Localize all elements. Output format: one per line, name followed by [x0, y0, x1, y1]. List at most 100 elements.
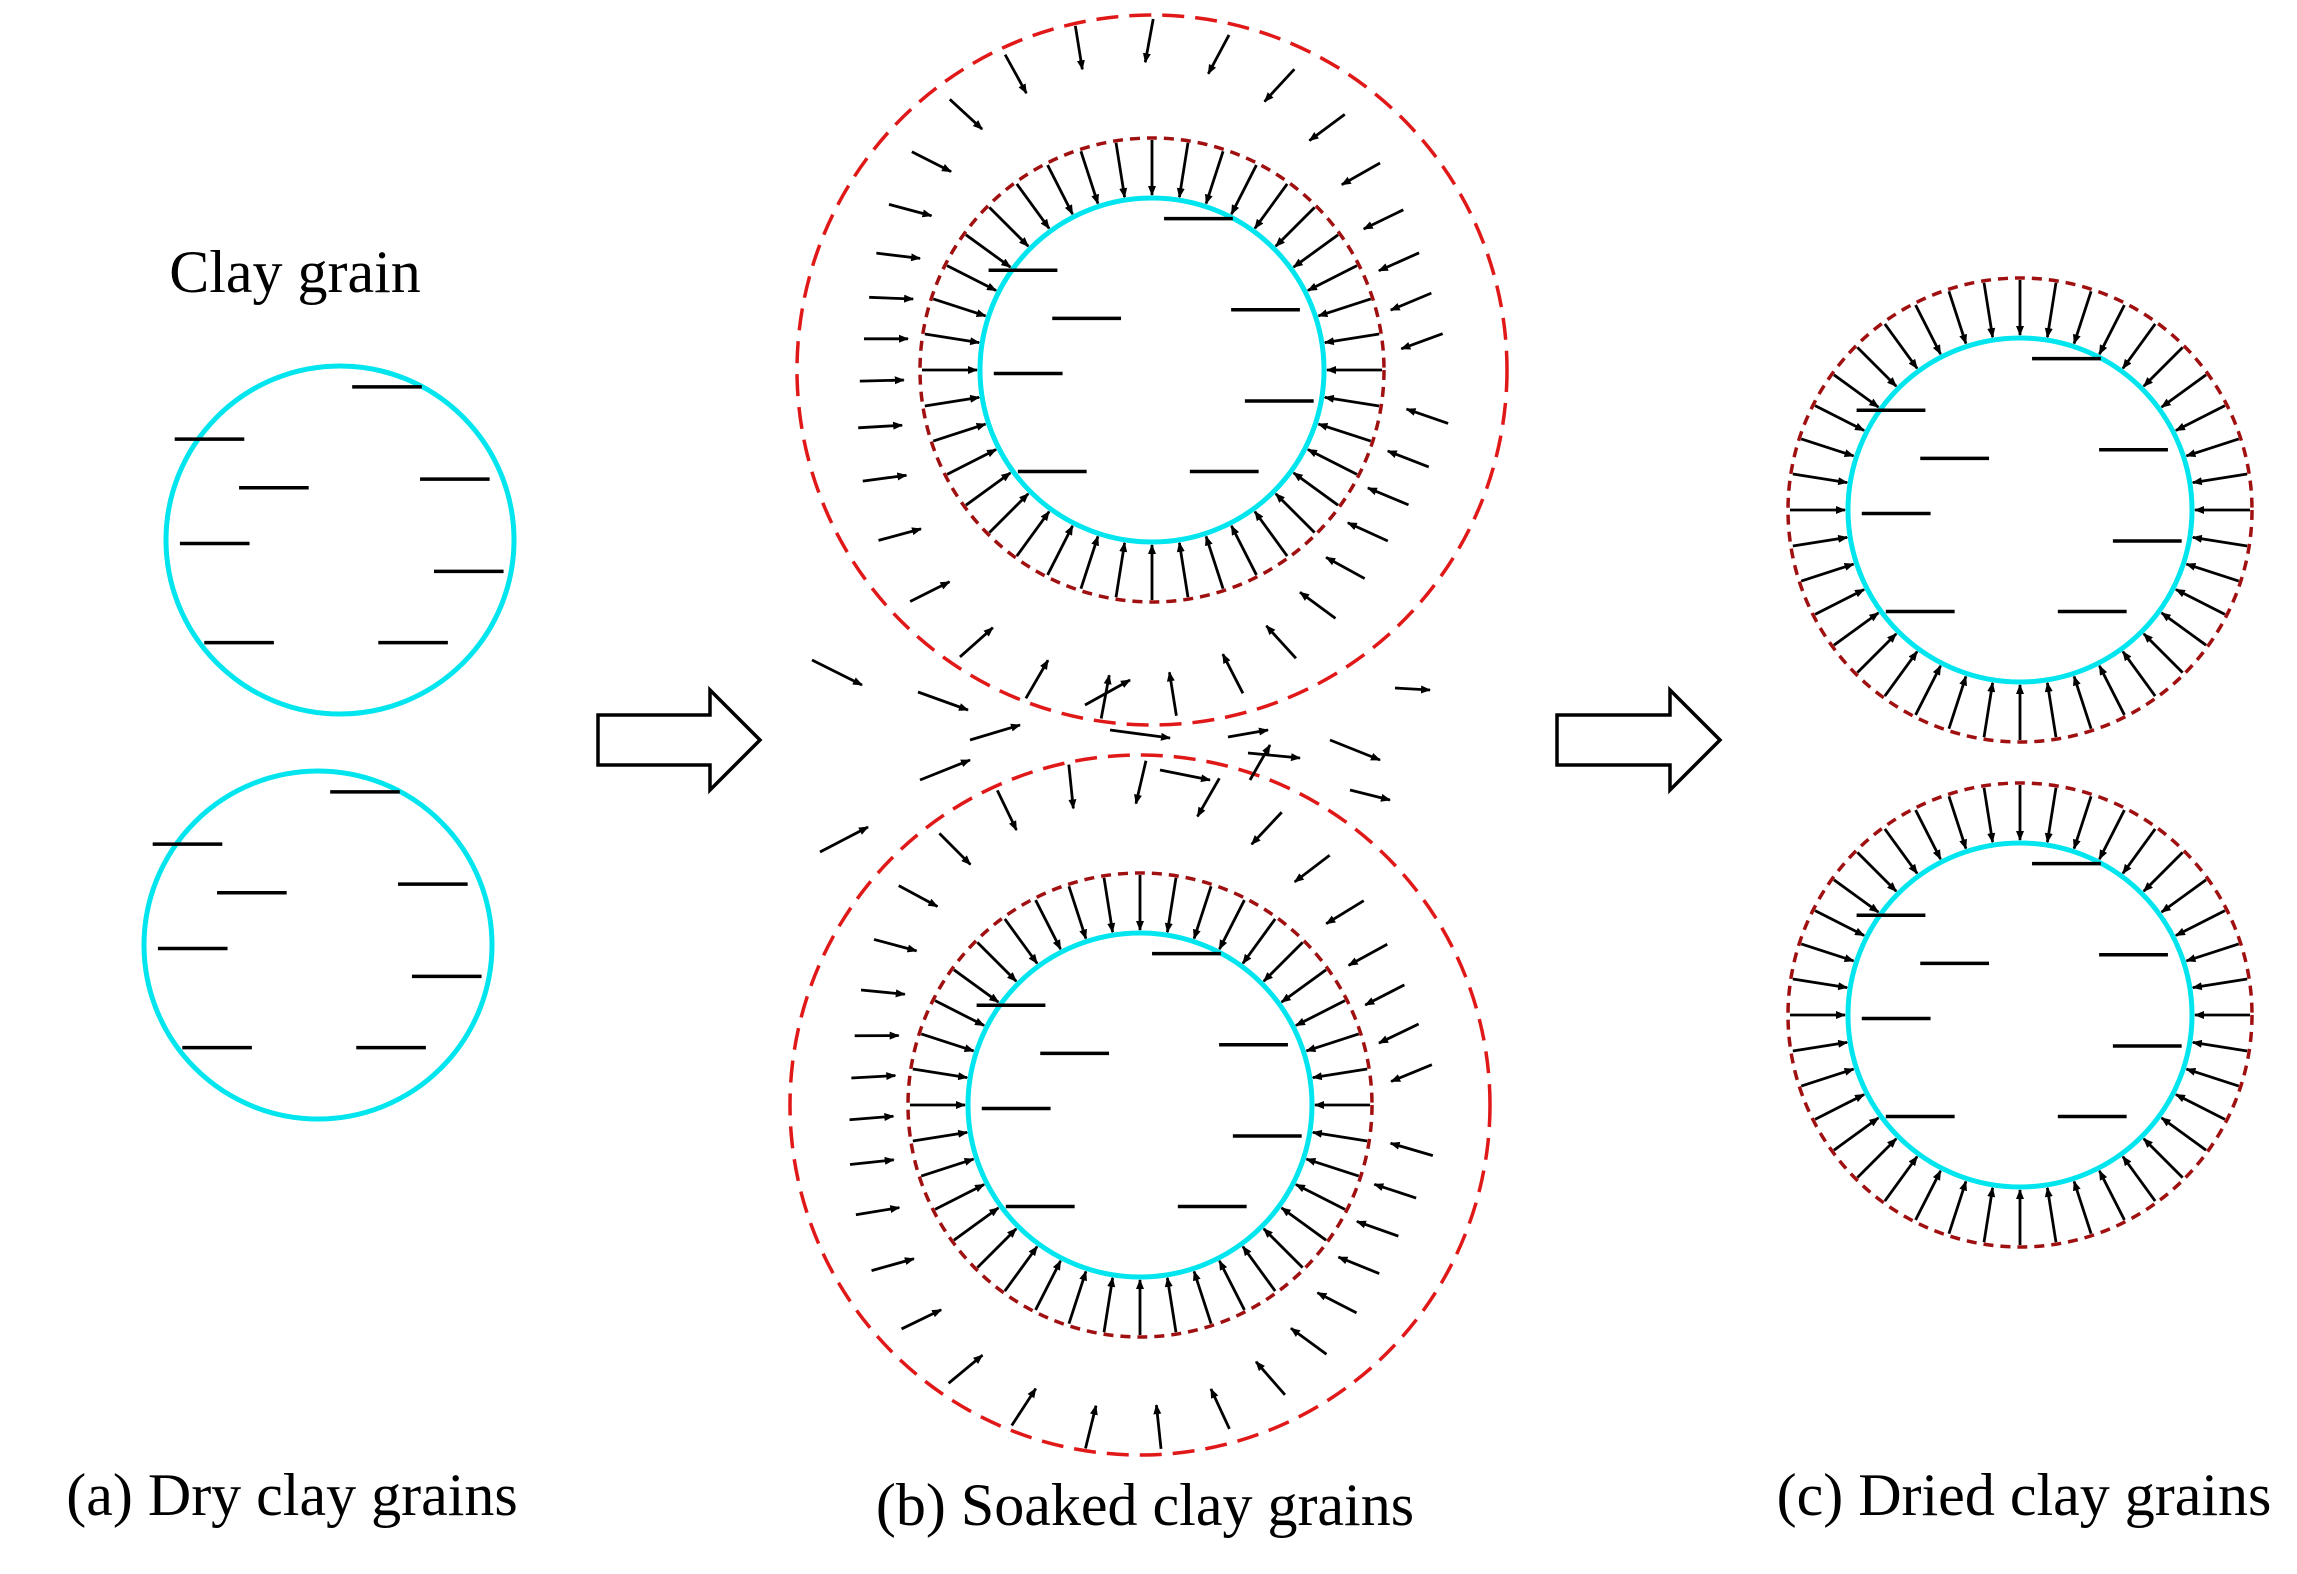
- water-flow-arrow: [1176, 541, 1190, 598]
- water-flow-arrow: [1247, 751, 1301, 762]
- water-flow-arrow: [1209, 1388, 1231, 1430]
- water-flow-arrow: [2072, 675, 2093, 730]
- water-flow-arrow: [1067, 764, 1077, 810]
- water-flow-arrow: [1067, 885, 1088, 940]
- water-flow-arrow: [1015, 183, 1051, 230]
- water-flow-arrow: [1390, 1063, 1433, 1083]
- water-flow-arrow: [1833, 1116, 1880, 1152]
- water-flow-arrow: [919, 758, 971, 782]
- water-flow-arrow: [1389, 1141, 1434, 1157]
- water-flow-arrow: [2098, 304, 2126, 355]
- water-flow-arrow: [2098, 1170, 2126, 1221]
- water-flow-arrow: [1947, 795, 1968, 850]
- dried-grain-2: [1845, 840, 2195, 1190]
- water-flow-arrow: [1166, 671, 1178, 716]
- water-flow-arrow: [1325, 556, 1366, 580]
- water-flow-arrow: [1102, 877, 1116, 934]
- water-flow-arrow: [1003, 918, 1039, 965]
- water-flow-arrow: [924, 332, 981, 346]
- water-flow-arrow: [976, 941, 1018, 983]
- water-flow-arrow: [1856, 632, 1898, 674]
- water-flow-arrow: [2072, 795, 2093, 850]
- water-flow-arrow: [1800, 437, 1855, 458]
- panel-a-label: (a) Dry clay grains: [66, 1462, 517, 1528]
- water-flow-arrow: [1814, 588, 1865, 616]
- inner-water-shell: [906, 871, 1374, 1339]
- water-shells: [788, 13, 2254, 1457]
- inner-water-shell: [918, 136, 1386, 604]
- water-flow-arrow: [1329, 738, 1381, 762]
- water-flow-arrow: [965, 471, 1012, 507]
- water-flow-arrow: [1364, 983, 1406, 1007]
- water-flow-arrow: [1003, 53, 1028, 95]
- water-flow-arrow: [1102, 1276, 1116, 1333]
- water-flow-arrow: [1134, 760, 1148, 805]
- water-flow-arrow: [1253, 510, 1289, 557]
- water-flow-arrow: [1883, 828, 1919, 875]
- water-flow-arrow: [1248, 744, 1272, 781]
- water-flow-arrow: [934, 1183, 985, 1211]
- water-flow-arrow: [1814, 404, 1865, 432]
- water-flow-arrow: [1262, 941, 1304, 983]
- water-flow-arrow: [1250, 811, 1283, 846]
- water-flow-arrow: [1046, 525, 1074, 576]
- water-flow-arrow: [1340, 161, 1381, 186]
- water-flow-arrow: [911, 150, 952, 173]
- water-flow-arrow: [1204, 535, 1225, 590]
- water-flow-arrow: [1307, 448, 1358, 476]
- water-flow-arrow: [1833, 611, 1880, 647]
- water-flow-arrow: [2185, 437, 2240, 458]
- clay-grains: [141, 195, 2195, 1280]
- water-flow-arrow: [1386, 449, 1430, 469]
- water-flow-arrow: [959, 626, 994, 659]
- water-flow-arrow: [1159, 768, 1211, 783]
- water-flow-arrow: [1914, 1170, 1942, 1221]
- water-flow-arrow: [849, 1156, 895, 1166]
- water-flow-arrow: [1982, 787, 1996, 844]
- water-flow-arrow: [1292, 233, 1339, 269]
- water-flow-arrow: [1230, 525, 1258, 576]
- water-flow-arrow: [1274, 206, 1316, 248]
- water-flow-arrow: [1265, 624, 1297, 660]
- dried-grain-1: [1845, 335, 2195, 685]
- water-flow-arrow: [1218, 899, 1246, 950]
- soaked-grain-1: [977, 195, 1327, 545]
- water-flow-arrow: [2191, 472, 2248, 486]
- water-flow-arrow: [1325, 899, 1365, 925]
- water-flow-arrow: [1254, 1360, 1287, 1396]
- water-flow-arrow: [1814, 1093, 1865, 1121]
- water-flow-arrow: [912, 1067, 969, 1081]
- water-flow-arrow: [1982, 282, 1996, 339]
- water-flow-arrow: [1792, 1039, 1849, 1053]
- water-flow-arrow: [2191, 977, 2248, 991]
- water-flow-arrow: [2098, 809, 2126, 860]
- water-flow-arrow: [1947, 675, 1968, 730]
- water-flow-arrow: [1207, 34, 1231, 75]
- water-flow-arrow: [1305, 1032, 1360, 1053]
- transition-arrow-b-to-c-icon: [1555, 685, 1723, 795]
- water-flow-arrow: [2142, 632, 2184, 674]
- water-flow-arrow: [1010, 1387, 1037, 1427]
- water-flow-arrow: [1034, 899, 1062, 950]
- clay-platelets: [152, 216, 2182, 1209]
- water-flow-arrow: [1307, 264, 1358, 292]
- water-flow-arrow: [1218, 1260, 1246, 1311]
- water-flow-arrow: [851, 1072, 897, 1081]
- water-flow-arrow: [1349, 788, 1391, 802]
- water-flow-arrow: [2121, 323, 2157, 370]
- water-flow-arrow: [976, 1227, 1018, 1269]
- water-flow-arrow: [1227, 727, 1269, 739]
- water-flow-arrow: [1204, 150, 1225, 205]
- water-flow-arrow: [2175, 588, 2226, 616]
- water-flow-arrow: [2044, 282, 2058, 339]
- soaked-grain-2: [965, 930, 1315, 1280]
- water-flow-arrow: [2191, 534, 2248, 548]
- water-flow-arrow: [1263, 68, 1296, 103]
- water-flow-arrow: [988, 206, 1030, 248]
- outer-water-shell: [788, 753, 1492, 1457]
- water-flow-arrow: [1196, 777, 1221, 818]
- water-flow-arrow: [1378, 1022, 1420, 1045]
- water-flow-arrow: [2142, 346, 2184, 388]
- water-flow-arrow: [849, 1112, 895, 1122]
